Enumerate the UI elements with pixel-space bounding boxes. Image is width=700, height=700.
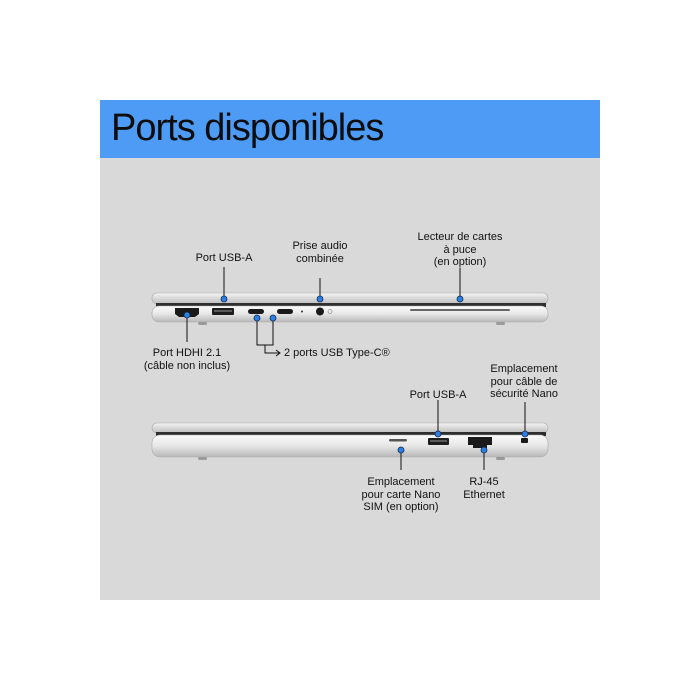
label-usb-a-left: Port USB-A xyxy=(195,252,253,264)
usb-c-port xyxy=(248,309,264,314)
label-card-reader: Lecteur de cartes à puce (en option) xyxy=(417,231,503,268)
sim-slot xyxy=(389,439,407,442)
label-sim-slot: Emplacement pour carte Nano SIM (en opti… xyxy=(361,476,441,513)
callout-dot xyxy=(397,446,405,454)
label-nano-lock: Emplacement pour câble de sécurité Nano xyxy=(490,363,558,400)
lid xyxy=(151,292,549,305)
led-indicator xyxy=(301,310,303,313)
callout-dot xyxy=(316,295,324,303)
callout-lines-top xyxy=(186,267,461,357)
callout-dot xyxy=(269,314,277,322)
label-usb-c: 2 ports USB Type-C® xyxy=(284,347,390,359)
foot xyxy=(198,322,207,325)
callout-dot xyxy=(521,430,529,438)
infographic-panel: Ports disponibles xyxy=(100,100,600,600)
label-rj45: RJ-45 Ethernet xyxy=(463,476,505,501)
foot xyxy=(198,457,207,460)
base xyxy=(151,305,549,323)
label-usb-a-right: Port USB-A xyxy=(409,389,467,401)
callout-dot xyxy=(456,295,464,303)
hinge-gap xyxy=(156,303,546,307)
foot xyxy=(496,457,505,460)
title-banner: Ports disponibles xyxy=(100,100,600,158)
hinge-gap xyxy=(156,432,546,436)
headphone-icon xyxy=(327,309,333,314)
callout-dot xyxy=(253,314,261,322)
page-title: Ports disponibles xyxy=(111,107,384,149)
usb-c-port xyxy=(277,309,293,314)
nano-lock-slot xyxy=(521,438,528,443)
callout-dot xyxy=(183,311,191,319)
callout-dot xyxy=(220,295,228,303)
laptop-left-side xyxy=(151,292,549,325)
callout-dot xyxy=(480,446,488,454)
label-hdmi: Port HDHI 2.1 (câble non inclus) xyxy=(143,347,231,372)
callout-dot xyxy=(434,430,442,438)
label-audio-jack: Prise audio combinée xyxy=(292,240,348,265)
rj45-port xyxy=(468,437,492,448)
smart-card-slot xyxy=(410,309,510,311)
laptop-side-views xyxy=(151,267,549,470)
laptop-right-side xyxy=(151,422,549,460)
foot xyxy=(496,322,505,325)
callout-dots-bottom xyxy=(397,430,529,454)
audio-jack xyxy=(316,307,324,316)
lid xyxy=(151,422,549,434)
callout-dots-top xyxy=(183,295,464,322)
